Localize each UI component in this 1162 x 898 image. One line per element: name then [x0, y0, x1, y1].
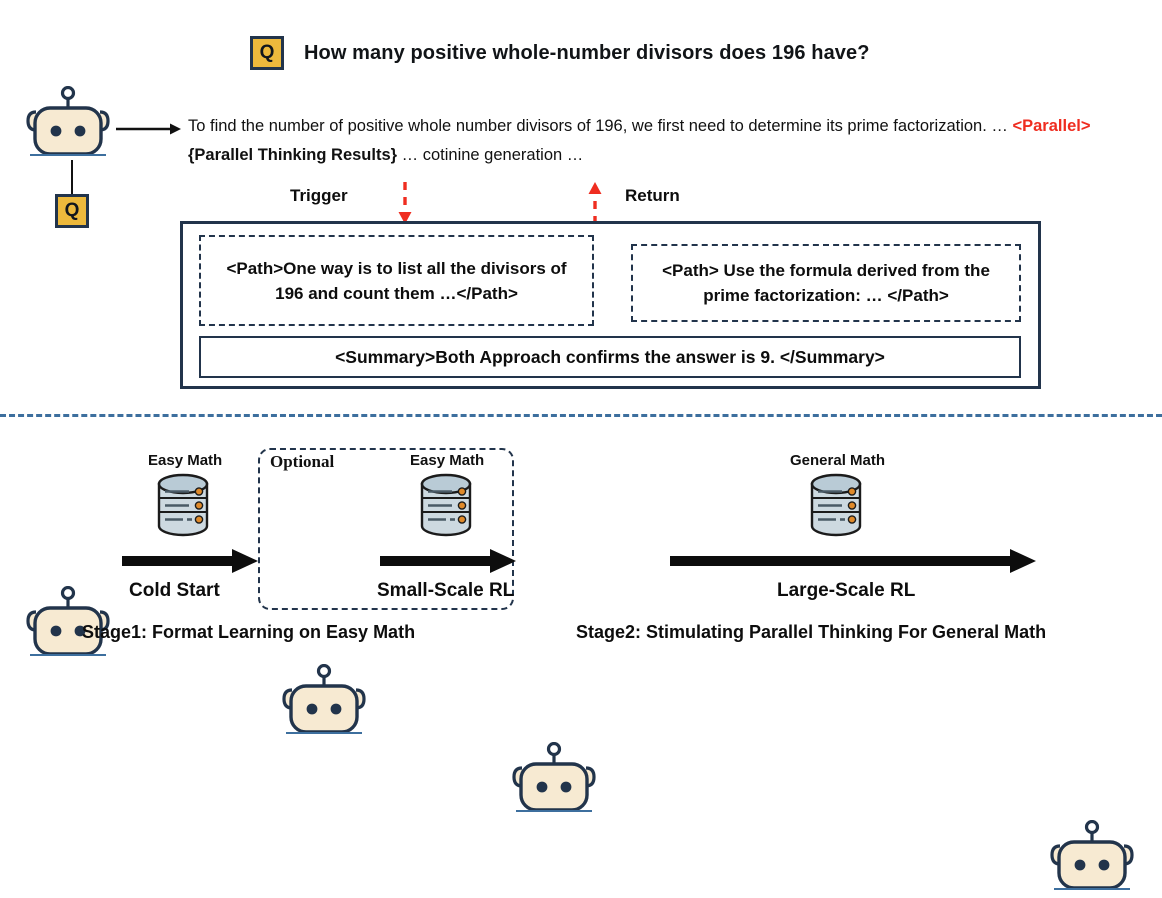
- arrow-label-small-scale-rl: Small-Scale RL: [377, 580, 515, 601]
- arrow-label-cold-start: Cold Start: [129, 580, 220, 601]
- question-row: Q How many positive whole-number divisor…: [250, 36, 870, 70]
- arrow-right-icon-answer: [116, 122, 182, 141]
- robot-icon-stage2-end: [1046, 820, 1162, 898]
- question-text: How many positive whole-number divisors …: [304, 41, 870, 64]
- database-icon-3: [808, 472, 864, 543]
- parallel-results-placeholder: {Parallel Thinking Results}: [188, 146, 398, 164]
- arrow-label-large-scale-rl: Large-Scale RL: [777, 580, 916, 601]
- label-return: Return: [625, 186, 680, 205]
- robot-icon-assistant: [22, 86, 1162, 164]
- dataset-label-1: Easy Math: [148, 452, 223, 469]
- robot-icon-stage1-optional: [278, 664, 1162, 742]
- answer-paragraph: To find the number of positive whole num…: [188, 112, 1128, 170]
- robot-icon-stage1-start: [22, 586, 1162, 664]
- dataset-label-3: General Math: [790, 452, 886, 469]
- answer-text-part2: … cotinine generation …: [397, 146, 584, 164]
- caption-stage1: Stage1: Format Learning on Easy Math: [82, 622, 416, 642]
- database-icon-1: [155, 472, 211, 543]
- parallel-tag: <Parallel>: [1012, 117, 1091, 135]
- parallel-thinking-panel: <Path>One way is to list all the divisor…: [180, 221, 1041, 389]
- arrow-right-icon-cold-start: [122, 548, 258, 579]
- question-input-group: Q: [44, 160, 100, 228]
- connector-line: [71, 160, 73, 194]
- caption-stage2: Stage2: Stimulating Parallel Thinking Fo…: [576, 622, 1047, 642]
- path-box-left: <Path>One way is to list all the divisor…: [199, 235, 594, 326]
- label-trigger: Trigger: [290, 186, 348, 205]
- label-optional: Optional: [270, 452, 335, 471]
- path-box-right: <Path> Use the formula derived from the …: [631, 244, 1021, 322]
- database-icon-2: [418, 472, 474, 543]
- summary-box: <Summary>Both Approach confirms the answ…: [199, 336, 1021, 378]
- question-badge-icon-input: Q: [55, 194, 89, 228]
- optional-stage-box: [258, 448, 514, 610]
- question-badge-icon: Q: [250, 36, 284, 70]
- arrow-right-icon-small-scale-rl: [380, 548, 516, 579]
- arrow-up-icon-return: [586, 182, 604, 231]
- arrow-right-icon-large-scale-rl: [670, 548, 1036, 579]
- arrow-down-icon-trigger: [396, 182, 414, 231]
- dataset-label-2: Easy Math: [410, 452, 485, 469]
- answer-text-part1: To find the number of positive whole num…: [188, 117, 1013, 135]
- section-divider: [0, 414, 1162, 417]
- robot-icon-stage2-start: [508, 742, 1162, 820]
